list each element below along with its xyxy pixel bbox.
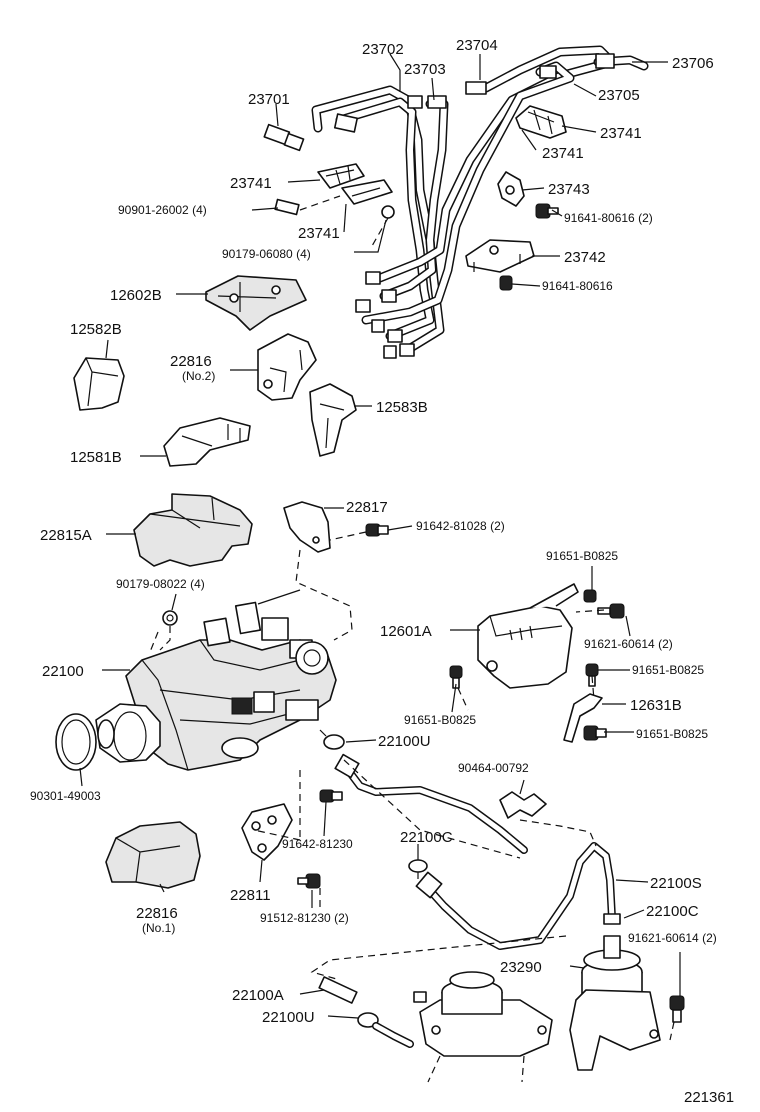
label-23743: 23743 <box>548 181 590 198</box>
part-labels: 23702 23704 23703 23706 23701 23705 2374… <box>30 37 734 1106</box>
cover-22815A <box>133 493 253 567</box>
label-12581B: 12581B <box>70 449 122 466</box>
clamp-22100C-a <box>408 859 428 873</box>
label-23703: 23703 <box>404 61 446 78</box>
label-22100C-b: 22100C <box>646 903 699 920</box>
clamp-22100U-a <box>319 729 345 750</box>
label-22815A: 22815A <box>40 527 92 544</box>
label-91621-60614-a: 91621-60614 (2) <box>584 637 673 651</box>
cover-12582B <box>73 357 125 411</box>
vacuum-unit <box>413 971 553 1057</box>
label-91651-B0825-c: 91651-B0825 <box>404 713 476 727</box>
bolt-91641-b <box>499 275 513 291</box>
label-23702: 23702 <box>362 41 404 58</box>
nut-90179-08022 <box>162 610 178 626</box>
label-23704: 23704 <box>456 37 498 54</box>
label-22100A: 22100A <box>232 987 284 1004</box>
label-91651-B0825-b: 91651-B0825 <box>632 663 704 677</box>
label-12582B: 12582B <box>70 321 122 338</box>
bolt-91642-81230 <box>319 789 343 803</box>
label-22816-no2: 22816 <box>170 353 212 370</box>
label-23741-right-a: 23741 <box>600 125 642 142</box>
clamp-23741-left <box>317 163 393 205</box>
bracket-12631B <box>563 693 603 743</box>
label-22816-no1: 22816 <box>136 905 178 922</box>
label-90901-26002: 90901-26002 (4) <box>118 203 207 217</box>
label-22100C-a: 22100C <box>400 829 453 846</box>
connector-22100A <box>318 976 358 1004</box>
injection-pump-22100 <box>95 589 337 771</box>
label-23741-right-b: 23741 <box>542 145 584 162</box>
insulator-22816-no2 <box>257 333 317 401</box>
label-12583B: 12583B <box>376 399 428 416</box>
label-22100U-b: 22100U <box>262 1009 315 1026</box>
label-12631B: 12631B <box>630 697 682 714</box>
insulator-22816-no1 <box>105 821 201 889</box>
bolt-91621-b <box>669 995 685 1023</box>
bracket-22817 <box>283 501 331 553</box>
label-22816-no1-sub: (No.1) <box>142 921 175 935</box>
bolt-90901 <box>274 195 341 216</box>
label-23290: 23290 <box>500 959 542 976</box>
clamp-23741-right <box>515 105 567 139</box>
bracket-22811 <box>241 803 293 861</box>
label-22100U-a: 22100U <box>378 733 431 750</box>
clip-90464 <box>499 791 547 819</box>
bolt-91512 <box>297 873 321 889</box>
label-23741-left-a: 23741 <box>230 175 272 192</box>
label-91642-81230: 91642-81230 <box>282 837 353 851</box>
label-91641-80616: 91641-80616 <box>542 279 613 293</box>
label-90301-49003: 90301-49003 <box>30 789 101 803</box>
o-ring-90301 <box>55 713 97 771</box>
injection-pipe-bundle <box>263 45 649 359</box>
label-22817: 22817 <box>346 499 388 516</box>
bolt-91651-a <box>583 589 597 603</box>
reference-number: 221361 <box>684 1089 734 1106</box>
label-22100S: 22100S <box>650 875 702 892</box>
label-22816-no2-sub: (No.2) <box>182 369 215 383</box>
label-23705: 23705 <box>598 87 640 104</box>
bracket-12602B <box>205 275 307 331</box>
cover-12581B <box>163 417 251 467</box>
label-22100: 22100 <box>42 663 84 680</box>
bolt-91651-d <box>583 725 607 741</box>
bracket-12601A <box>477 583 579 689</box>
label-23701: 23701 <box>248 91 290 108</box>
label-22811: 22811 <box>230 887 271 904</box>
bracket-23742 <box>465 239 535 273</box>
label-12602B: 12602B <box>110 287 162 304</box>
bolt-91651-c <box>449 665 463 689</box>
bolt-91642-81028 <box>329 523 389 541</box>
label-91512-81230: 91512-81230 (2) <box>260 911 349 925</box>
label-91621-60614-b: 91621-60614 (2) <box>628 931 717 945</box>
bolt-91621-a <box>597 603 625 619</box>
leader-lines <box>79 53 681 1019</box>
label-23741-left-b: 23741 <box>298 225 340 242</box>
label-90179-08022: 90179-08022 (4) <box>116 577 205 591</box>
clamp-22100C-b <box>603 913 621 925</box>
damper-23290 <box>569 935 661 1071</box>
label-91642-81028: 91642-81028 (2) <box>416 519 505 533</box>
bracket-12583B <box>309 383 357 457</box>
label-23742: 23742 <box>564 249 606 266</box>
label-90179-06080: 90179-06080 (4) <box>222 247 311 261</box>
label-12601A: 12601A <box>380 623 432 640</box>
label-91651-B0825-a: 91651-B0825 <box>546 549 618 563</box>
hose-lower <box>415 842 616 950</box>
label-90464-00792: 90464-00792 <box>458 761 529 775</box>
clamp-23743 <box>497 171 525 207</box>
nut-90179-06080 <box>371 205 395 247</box>
label-91651-B0825-d: 91651-B0825 <box>636 727 708 741</box>
clamp-22100U-b <box>357 1012 414 1048</box>
label-91641-80616-2: 91641-80616 (2) <box>564 211 653 225</box>
label-23706: 23706 <box>672 55 714 72</box>
